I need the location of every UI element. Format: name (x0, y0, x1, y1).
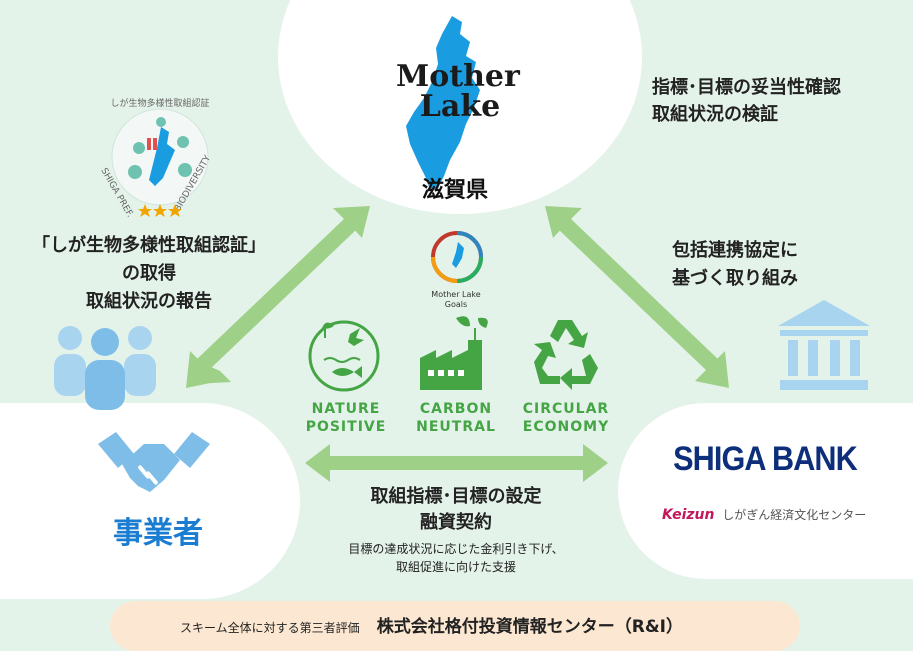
goal-circular-line2: ECONOMY (522, 419, 610, 435)
prefecture-label: 滋賀県 (421, 178, 488, 203)
circular-economy-icon (534, 320, 598, 390)
mother-lake-logo: Mother Lake (396, 59, 520, 124)
goal-nature: NATURE POSITIVE (296, 400, 396, 436)
keizun-brand: Keizun しがぎん経済文化センター (662, 506, 892, 523)
loan-contract: 融資契約 (420, 512, 492, 533)
validation-line1: 指標･目標の妥当性確認 (652, 77, 841, 98)
right-top-text: 指標･目標の妥当性確認 取組状況の検証 (652, 74, 892, 128)
third-party-small: スキーム全体に対する第三者評価 (180, 621, 360, 635)
right-mid-text: 包括連携協定に 基づく取り組み (640, 237, 830, 293)
keizun-center-name: しがぎん経済文化センター (722, 508, 867, 522)
goal-nature-line2: POSITIVE (305, 419, 387, 435)
third-party-bar (110, 601, 800, 651)
lake-biwa-icon (406, 16, 480, 190)
goal-circular: CIRCULAR ECONOMY (510, 400, 622, 436)
business-panel (0, 403, 300, 599)
contract-block: 取組指標･目標の設定 融資契約 (320, 484, 592, 536)
mother-lake-goals-icon (431, 231, 483, 283)
bank-building-icon (778, 300, 870, 390)
carbon-neutral-icon (420, 316, 488, 390)
handshake-icon (98, 432, 210, 492)
nature-positive-icon (308, 320, 380, 392)
bank-panel (618, 403, 913, 579)
goal-circular-line1: CIRCULAR (522, 401, 610, 417)
goal-carbon: CARBON NEUTRAL (406, 400, 506, 436)
support-note: 目標の達成状況に応じた金利引き下げ、 取組促進に向けた支援 (300, 540, 612, 576)
agreement-line1: 包括連携協定に (672, 240, 798, 261)
logo-line2: Lake (419, 89, 501, 124)
status-report: 取組状況の報告 (86, 291, 212, 312)
third-party-text: スキーム全体に対する第三者評価 株式会社格付投資情報センター（R&I） (180, 612, 820, 637)
goal-nature-line1: NATURE (311, 401, 381, 417)
validation-line2: 取組状況の検証 (652, 104, 778, 125)
support-note1: 目標の達成状況に応じた金利引き下げ、 (348, 542, 564, 556)
mother-lake-goals-label: Mother Lake Goals (416, 290, 496, 310)
keizun-logo: Keizun (662, 507, 715, 523)
goal-carbon-line1: CARBON (419, 401, 493, 417)
certification-title: 「しが生物多様性取組認証」 (32, 235, 266, 256)
goal-carbon-line2: NEUTRAL (416, 419, 496, 435)
badge-top-text: しが生物多様性取組認証 (110, 97, 209, 109)
business-label: 事業者 (113, 516, 203, 551)
logo-line1: Mother (396, 59, 520, 94)
agreement-line2: 基づく取り組み (672, 268, 798, 289)
support-note2: 取組促進に向けた支援 (395, 560, 516, 574)
shiga-bank-logo: SHIGA BANK (673, 440, 858, 478)
indicator-setting: 取組指標･目標の設定 (370, 486, 542, 507)
badge-stars (138, 204, 182, 217)
certification-acquire: の取得 (122, 263, 176, 284)
people-icon (54, 326, 156, 410)
biodiversity-badge: しが生物多様性取組認証 SHIGA PREF. BIODIVERSITY (98, 97, 213, 219)
left-text-block: 「しが生物多様性取組認証」 の取得 取組状況の報告 (14, 232, 284, 316)
mlg-label2: Goals (444, 300, 468, 309)
mlg-label1: Mother Lake (431, 290, 481, 299)
third-party-main: 株式会社格付投資情報センター（R&I） (376, 617, 683, 637)
